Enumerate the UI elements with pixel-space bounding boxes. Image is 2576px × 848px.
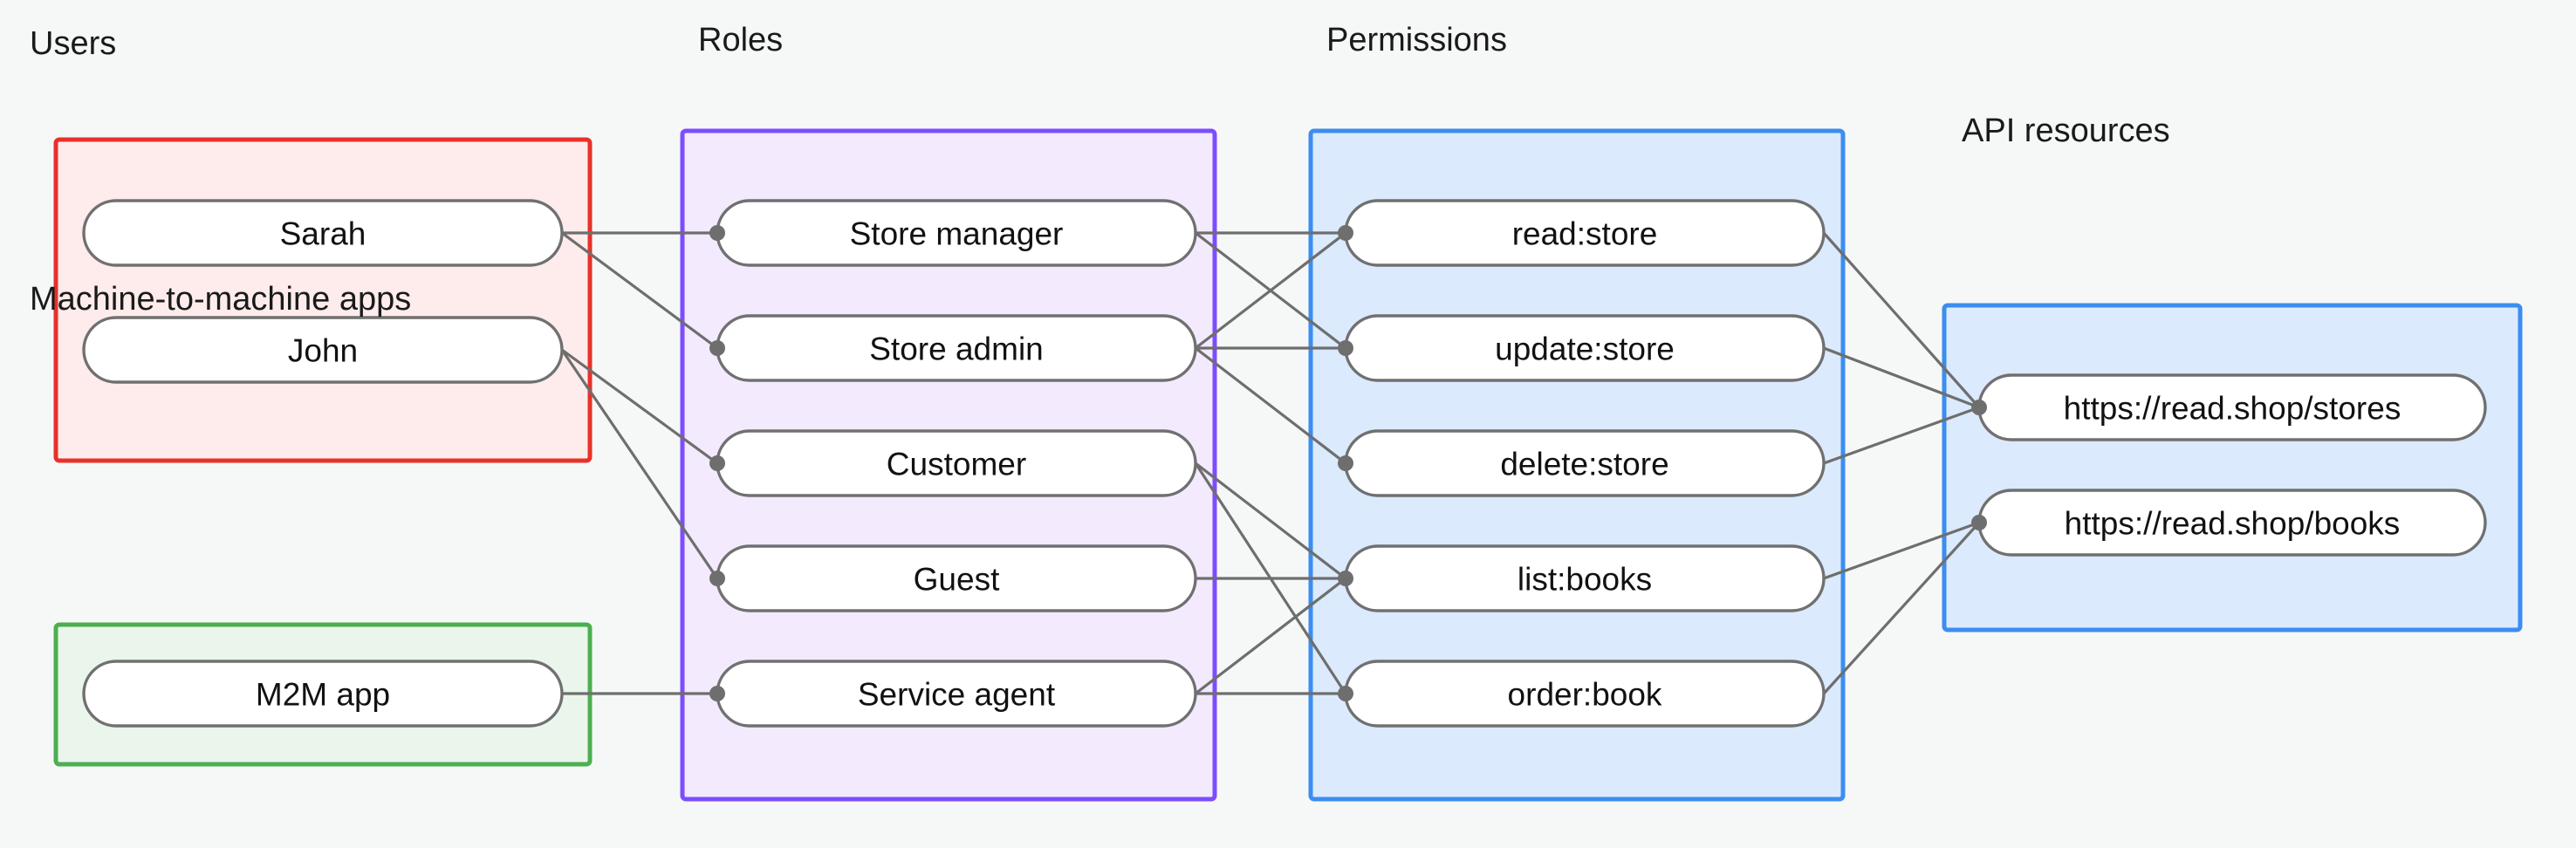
edge-endpoints-layer (709, 225, 1987, 701)
edge-customer-to-listbooks (1195, 462, 1346, 580)
node-sarah[interactable]: Sarah (82, 199, 564, 267)
node-label-storemgr: Store manager (850, 216, 1064, 252)
node-label-john: John (288, 333, 358, 369)
edge-deletestore-to-apistores (1823, 406, 1980, 465)
edge-endpoint-deletestore (1338, 455, 1353, 471)
node-label-customer: Customer (887, 447, 1026, 482)
edge-endpoint-storeadmin (709, 340, 725, 356)
group-label-roles: Roles (698, 22, 783, 58)
edge-serviceagt-to-listbooks (1195, 577, 1346, 695)
node-m2mapp[interactable]: M2M app (82, 660, 564, 728)
node-label-guest: Guest (914, 562, 1000, 598)
edge-sarah-to-storeadmin (561, 231, 718, 350)
edge-endpoint-guest (709, 571, 725, 586)
edge-endpoint-orderbook (1338, 686, 1353, 701)
edge-storeadmin-to-deletestore (1195, 346, 1346, 465)
node-customer[interactable]: Customer (716, 429, 1197, 497)
node-serviceagt[interactable]: Service agent (716, 660, 1197, 728)
node-label-serviceagt: Service agent (858, 677, 1056, 713)
edge-listbooks-to-apibooks (1823, 521, 1980, 580)
node-deletestore[interactable]: delete:store (1344, 429, 1826, 497)
edge-endpoint-listbooks (1338, 571, 1353, 586)
node-readstore[interactable]: read:store (1344, 199, 1826, 267)
group-label-users: Users (30, 25, 116, 62)
edge-endpoint-readstore (1338, 225, 1353, 241)
node-guest[interactable]: Guest (716, 544, 1197, 612)
group-box-api (1942, 303, 2523, 633)
edge-john-to-customer (561, 348, 718, 465)
node-label-apibooks: https://read.shop/books (2065, 506, 2401, 542)
node-label-orderbook: order:book (1508, 677, 1662, 713)
edge-john-to-guest (560, 349, 719, 579)
node-shape-john[interactable] (82, 316, 564, 384)
node-label-apistores: https://read.shop/stores (2064, 391, 2401, 427)
node-shape-m2mapp[interactable] (82, 660, 564, 728)
node-label-listbooks: list:books (1518, 562, 1652, 598)
group-label-m2m: Machine-to-machine apps (30, 281, 411, 318)
group-label-api: API resources (1962, 113, 2170, 149)
edge-readstore-to-apistores (1822, 231, 1981, 409)
node-label-m2mapp: M2M app (256, 677, 390, 713)
node-updatestore[interactable]: update:store (1344, 314, 1826, 382)
edge-endpoint-customer (709, 455, 725, 471)
node-listbooks[interactable]: list:books (1344, 544, 1826, 612)
group-label-permissions: Permissions (1326, 22, 1507, 58)
edge-endpoint-serviceagt (709, 686, 725, 701)
node-shape-sarah[interactable] (82, 199, 564, 267)
edge-updatestore-to-apistores (1823, 346, 1980, 409)
node-label-deletestore: delete:store (1500, 447, 1668, 482)
node-storemgr[interactable]: Store manager (716, 199, 1197, 267)
edge-orderbook-to-apibooks (1822, 521, 1981, 695)
edge-endpoint-storemgr (709, 225, 725, 241)
node-apistores[interactable]: https://read.shop/stores (1977, 373, 2487, 441)
node-orderbook[interactable]: order:book (1344, 660, 1826, 728)
node-apibooks[interactable]: https://read.shop/books (1977, 489, 2487, 557)
edge-endpoint-apistores (1971, 400, 1987, 415)
node-label-sarah: Sarah (280, 216, 367, 252)
edge-endpoint-apibooks (1971, 515, 1987, 530)
node-label-updatestore: update:store (1495, 332, 1675, 367)
node-label-storeadmin: Store admin (869, 332, 1044, 367)
edges-layer (560, 231, 1981, 695)
node-storeadmin[interactable]: Store admin (716, 314, 1197, 382)
node-john[interactable]: John (82, 316, 564, 384)
node-label-readstore: read:store (1512, 216, 1658, 252)
edge-endpoint-updatestore (1338, 340, 1353, 356)
edge-storeadmin-to-readstore (1195, 231, 1346, 350)
